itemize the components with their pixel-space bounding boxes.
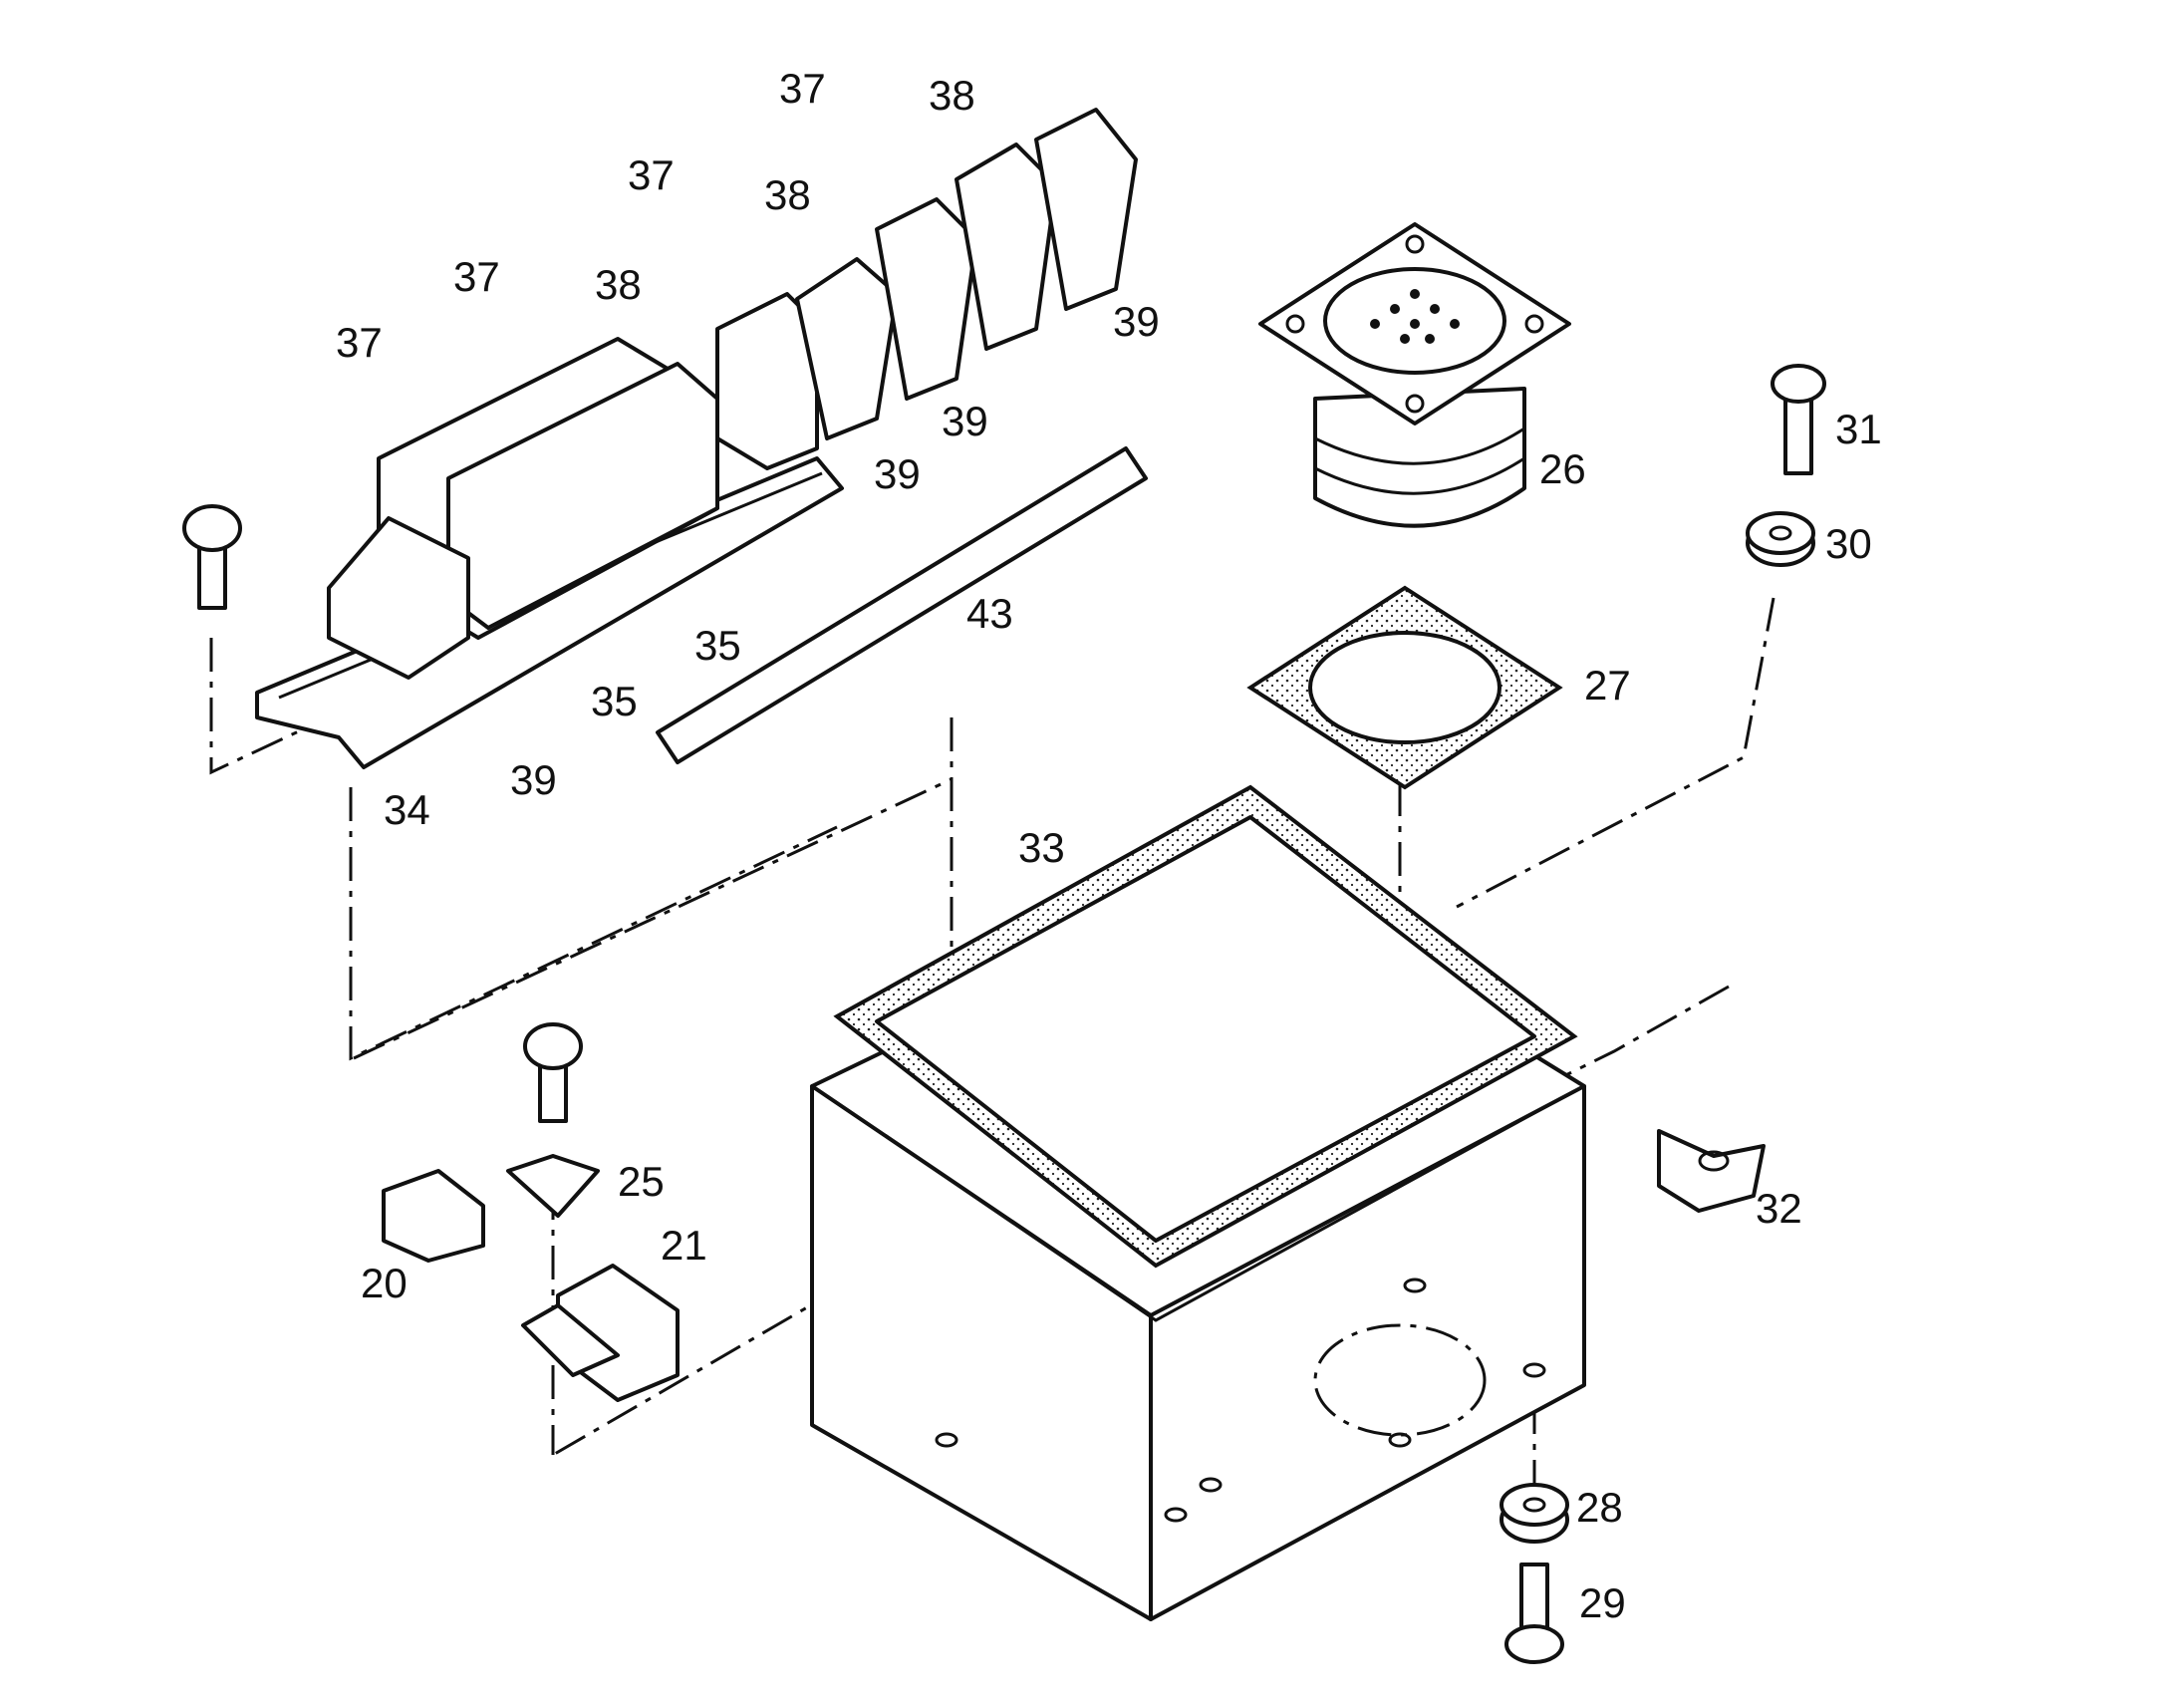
label-25: 25 [618,1158,665,1205]
label-37-b: 37 [628,151,675,198]
label-37-c: 37 [453,253,500,300]
label-30: 30 [1825,520,1872,567]
label-33: 33 [1018,824,1065,871]
label-38-c: 38 [595,261,642,308]
label-37-a: 37 [779,65,826,112]
marker-strip [656,446,1148,764]
screw-left [182,504,242,610]
label-28: 28 [1576,1484,1623,1531]
label-32: 32 [1756,1185,1802,1232]
screw-25 [523,1022,583,1123]
label-43: 43 [966,590,1013,637]
washer-30 [1746,511,1815,567]
wing-nut [506,1154,600,1218]
label-38-a: 38 [929,72,975,119]
washer-28 [1500,1483,1569,1544]
clip-nut [1657,1129,1766,1213]
label-37-d: 37 [336,319,383,366]
label-35-b: 35 [591,678,638,724]
label-34: 34 [384,786,430,833]
gasket-frame [833,784,1578,1269]
label-21: 21 [661,1222,707,1269]
screw-29 [1504,1563,1564,1664]
screw-31 [1771,364,1826,475]
relay [521,1264,680,1402]
label-39-b: 39 [942,398,988,444]
flange-gasket [1246,585,1563,790]
label-35-a: 35 [694,622,741,669]
callout-labels: 20 21 25 26 27 28 29 30 31 32 33 34 35 3… [336,65,1882,1626]
label-26: 26 [1539,445,1586,492]
terminal-blocks [327,108,1138,680]
relay-socket [382,1169,485,1263]
label-39-d: 39 [510,756,557,803]
label-31: 31 [1835,406,1882,452]
label-39-a: 39 [1113,298,1160,345]
label-29: 29 [1579,1579,1626,1626]
label-39-c: 39 [874,450,921,497]
label-38-b: 38 [764,171,811,218]
label-20: 20 [361,1260,408,1306]
circular-connector [1258,222,1571,528]
label-27: 27 [1584,662,1631,709]
